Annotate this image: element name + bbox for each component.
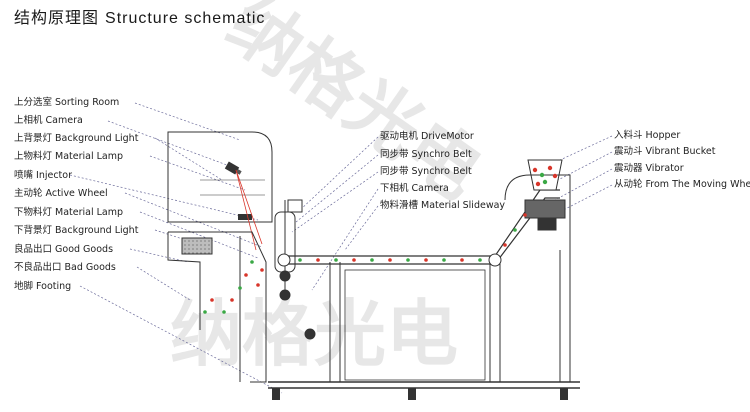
label-footing: 地脚 Footing	[14, 281, 72, 292]
label-lower-material-lamp: 下物料灯 Material Lamp	[14, 207, 124, 218]
diagram-title: 结构原理图 Structure schematic	[14, 4, 265, 28]
label-bad-goods: 不良品出口 Bad Goods	[14, 262, 116, 273]
footings	[272, 388, 568, 400]
label-vibrator: 震动器 Vibrator	[614, 163, 684, 174]
title-en: Structure schematic	[105, 10, 266, 27]
label-upper-material-lamp: 上物料灯 Material Lamp	[14, 151, 124, 162]
label-material-slideway: 物料滑槽 Material Slideway	[380, 200, 506, 211]
label-upper-camera: 上相机 Camera	[14, 115, 83, 126]
rollers	[277, 253, 502, 340]
hopper	[524, 159, 566, 231]
label-hopper: 入料斗 Hopper	[614, 130, 681, 141]
middle-leader-lines	[291, 136, 379, 291]
upper-camera	[224, 161, 242, 175]
label-sorting-room: 上分选室 Sorting Room	[14, 97, 120, 108]
right-leader-lines	[539, 135, 613, 223]
label-moving-wheel: 从动轮 From The Moving Wheel	[614, 179, 750, 190]
label-synchro-belt-2: 同步带 Synchro Belt	[380, 166, 472, 177]
label-injector: 喷嘴 Injector	[14, 170, 72, 181]
label-vibrant-bucket: 震动斗 Vibrant Bucket	[614, 146, 716, 157]
synchro-belt-assembly	[274, 199, 303, 300]
material-grains	[203, 165, 558, 314]
light-beams	[235, 169, 263, 251]
label-synchro-belt-1: 同步带 Synchro Belt	[380, 149, 472, 160]
label-drive-motor: 驱动电机 DriveMotor	[380, 131, 474, 142]
feeder-frame	[504, 174, 571, 250]
label-upper-background-light: 上背景灯 Background Light	[14, 133, 139, 144]
upper-background-light	[238, 214, 252, 220]
title-cn: 结构原理图	[14, 8, 100, 27]
lower-frame	[167, 231, 580, 389]
label-lower-background-light: 下背景灯 Background Light	[14, 225, 139, 236]
label-good-goods: 良品出口 Good Goods	[14, 244, 114, 255]
upper-sorting-room	[167, 131, 273, 223]
label-active-wheel: 主动轮 Active Wheel	[14, 188, 108, 199]
label-lower-camera: 下相机 Camera	[380, 183, 449, 194]
